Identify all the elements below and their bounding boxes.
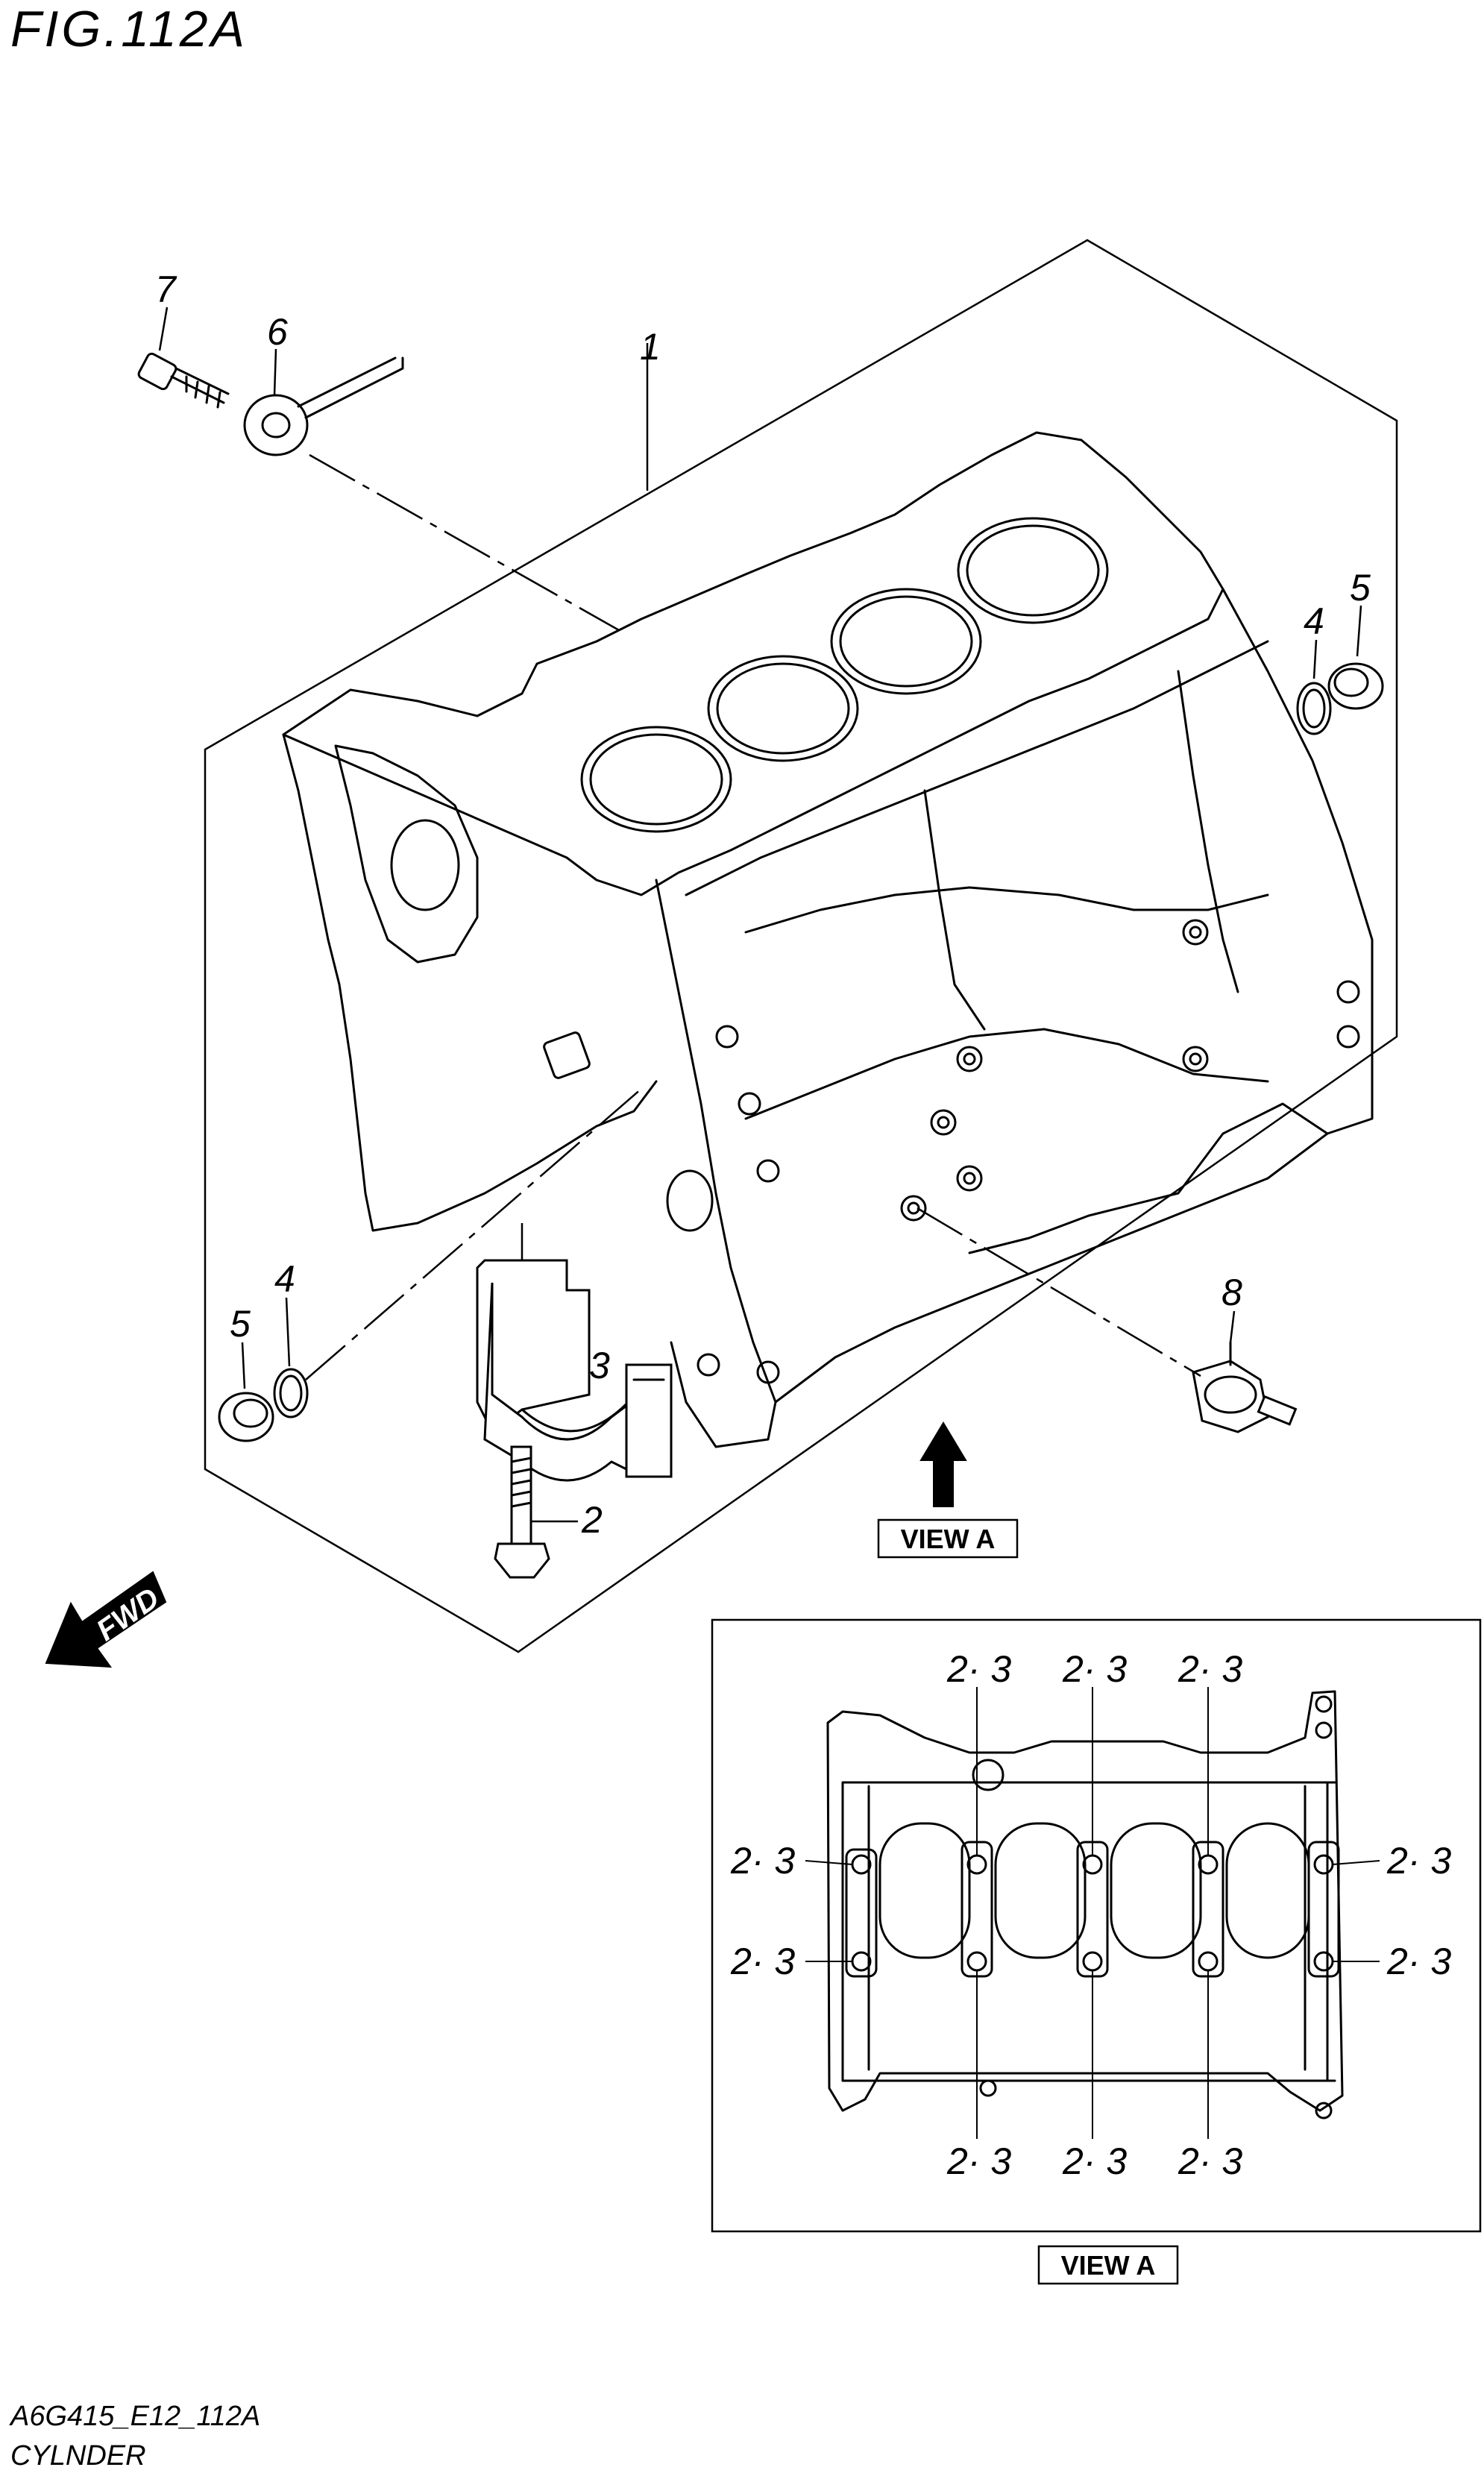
knock-sensor	[243, 356, 404, 456]
plug-left	[218, 1392, 274, 1442]
callout-bolt-7: 7	[155, 268, 177, 310]
callout-23-left-2: 2· 3	[730, 1941, 795, 1982]
fwd-arrow-icon: FWD	[45, 1571, 167, 1668]
callout-23-top-1: 2· 3	[946, 1648, 1011, 1690]
callout-23-top-2: 2· 3	[1062, 1648, 1127, 1690]
knock-sensor-bolt	[137, 352, 230, 409]
leader-knock-sensor	[273, 348, 277, 396]
leader-plug-left	[241, 1342, 246, 1389]
callout-gasket-right-4: 4	[1304, 600, 1324, 642]
figure-code: A6G415_E12_112A	[9, 2401, 260, 2432]
cylinder-block	[282, 431, 1374, 1448]
dash-oil-switch	[917, 1207, 1201, 1377]
leader-bolt	[158, 307, 169, 351]
gasket-right	[1296, 682, 1332, 735]
view-a-inset-frame	[711, 1618, 1482, 2233]
assembly-frame	[204, 239, 1398, 1653]
callout-23-bottom-1: 2· 3	[946, 2140, 1011, 2182]
callout-knock-sensor-6: 6	[267, 311, 288, 353]
figure-name: CYLNDER	[10, 2440, 146, 2472]
leader-gasket-right	[1312, 639, 1318, 679]
leader-oil-switch	[1229, 1310, 1236, 1343]
leader-plug-right	[1356, 605, 1362, 657]
view-a-inset-label-box	[1037, 2245, 1179, 2285]
leader-gasket-left	[285, 1297, 291, 1367]
callout-cap-bolt-2: 2	[581, 1499, 603, 1541]
up-arrow-icon	[919, 1421, 967, 1507]
callout-23-bottom-2: 2· 3	[1062, 2140, 1127, 2182]
callout-oil-switch-8: 8	[1222, 1272, 1242, 1313]
cap-bolt	[494, 1445, 550, 1579]
callout-23-left-1: 2· 3	[730, 1840, 795, 1882]
view-a-inset-label: VIEW A	[1061, 2250, 1156, 2281]
callout-23-top-3: 2· 3	[1178, 1648, 1242, 1690]
dash-plug-left	[305, 1088, 642, 1380]
view-a-label-box	[877, 1518, 1019, 1559]
figure-title: FIG.112A	[10, 1, 248, 57]
callout-dowel-3: 3	[589, 1345, 610, 1386]
view-a-label: VIEW A	[901, 1524, 996, 1554]
callout-23-bottom-3: 2· 3	[1178, 2140, 1242, 2182]
callout-plug-left-5: 5	[230, 1303, 251, 1345]
dash-knock-sensor	[309, 453, 620, 632]
oil-pressure-switch	[1192, 1341, 1298, 1433]
callout-plug-right-5: 5	[1350, 567, 1371, 609]
view-a-leaders	[805, 1687, 1380, 2139]
view-a-block-underside	[826, 1690, 1344, 2120]
callout-gasket-left-4: 4	[274, 1258, 295, 1300]
bearing-cap	[476, 1259, 673, 1482]
callout-block: 1	[640, 326, 661, 368]
callout-23-right-2: 2· 3	[1386, 1941, 1451, 1982]
plug-right	[1327, 662, 1384, 710]
gasket-left	[273, 1368, 309, 1418]
callout-23-right-1: 2· 3	[1386, 1840, 1451, 1882]
